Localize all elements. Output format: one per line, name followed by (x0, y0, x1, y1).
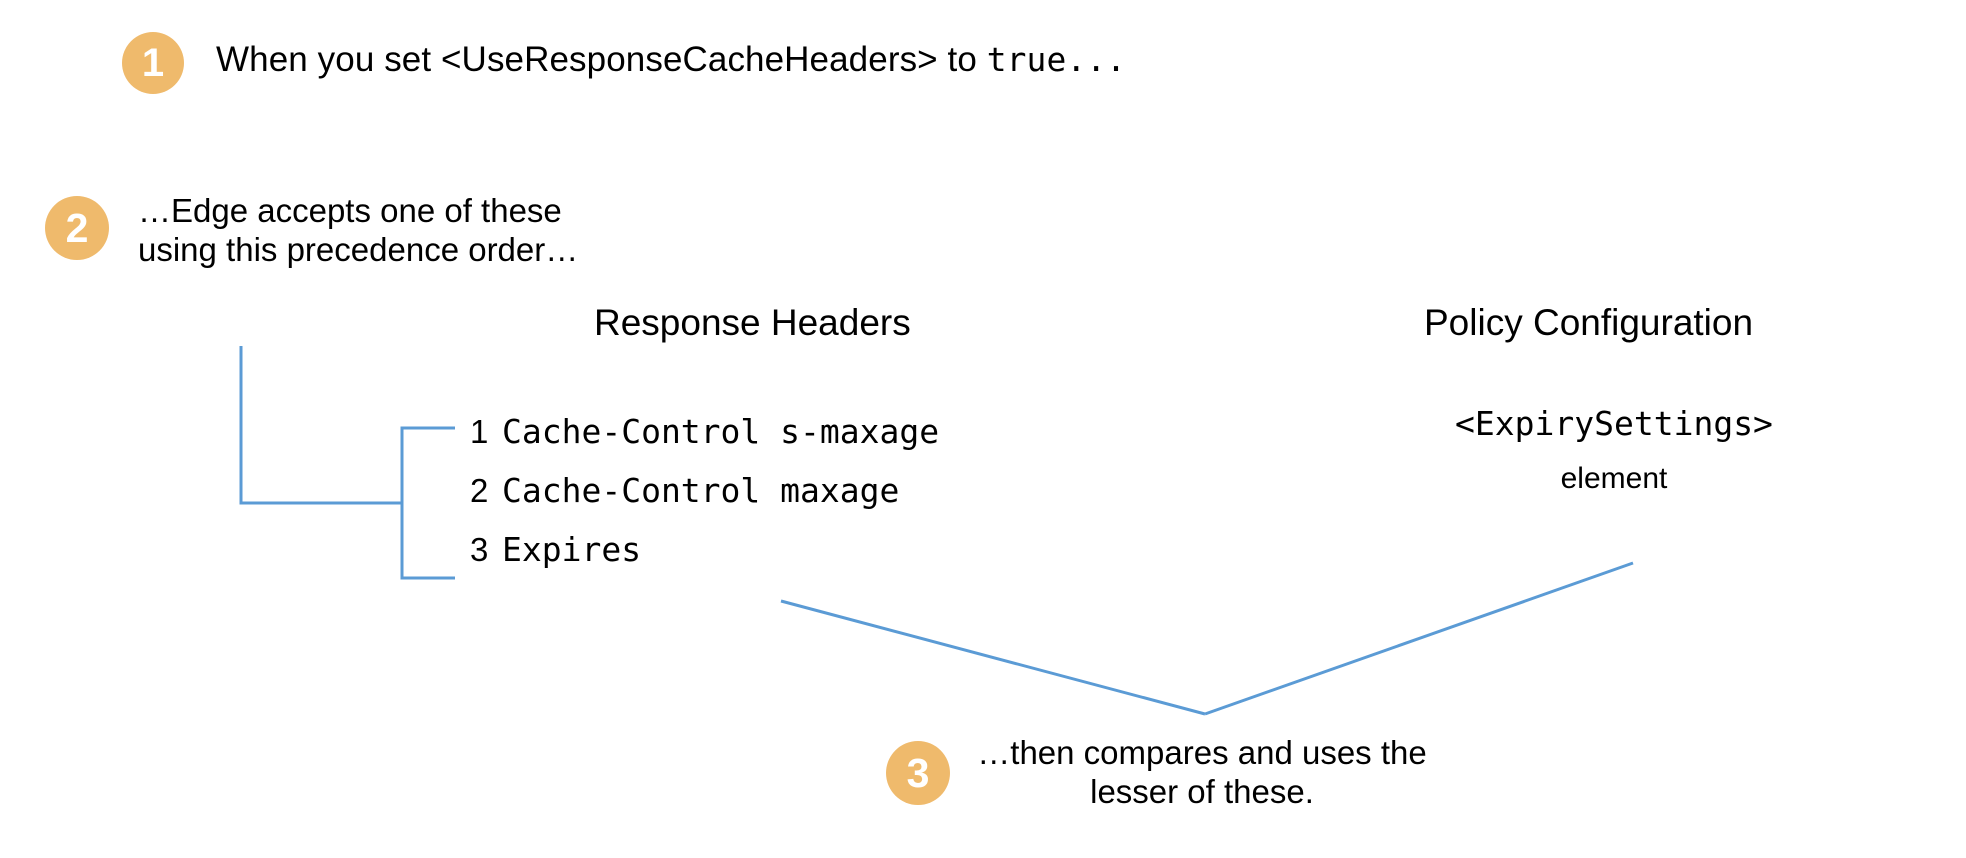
compare-line-left (780, 599, 1206, 716)
list-item: 1 Cache-Control s-maxage (470, 412, 939, 471)
precedence-bracket (400, 426, 455, 580)
step-badge-1-label: 1 (141, 41, 165, 85)
step-badge-1: 1 (122, 32, 184, 94)
list-item: 3 Expires (470, 530, 939, 589)
step-badge-3: 3 (886, 741, 950, 805)
response-headers-title: Response Headers (594, 302, 911, 343)
precedence-feed-line (239, 346, 402, 505)
step-1-text-mono: true... (986, 40, 1127, 79)
step-badge-2-label: 2 (65, 204, 89, 251)
policy-configuration-value: <ExpirySettings> (1455, 404, 1773, 443)
compare-line-right (1204, 561, 1634, 716)
list-item-index: 2 (470, 472, 489, 509)
list-item: 2 Cache-Control maxage (470, 471, 939, 530)
step-1-text-prefix: When you set <UseResponseCacheHeaders> t… (216, 40, 987, 79)
policy-configuration-title: Policy Configuration (1424, 302, 1754, 343)
step-badge-2: 2 (45, 196, 109, 260)
step-2-text: …Edge accepts one of these using this pr… (138, 192, 579, 268)
list-item-index: 1 (470, 413, 489, 450)
step-3-text: …then compares and uses the lesser of th… (977, 734, 1427, 810)
step-1-text: When you set <UseResponseCacheHeaders> t… (216, 40, 1126, 80)
list-item-index: 3 (470, 531, 489, 568)
policy-configuration-subtitle: element (1560, 462, 1668, 495)
list-item-label: Expires (502, 530, 642, 569)
response-headers-list: 1 Cache-Control s-maxage 2 Cache-Control… (470, 412, 939, 589)
list-item-label: Cache-Control s-maxage (502, 412, 940, 451)
step-badge-3-label: 3 (906, 749, 930, 796)
list-item-label: Cache-Control maxage (502, 471, 900, 510)
